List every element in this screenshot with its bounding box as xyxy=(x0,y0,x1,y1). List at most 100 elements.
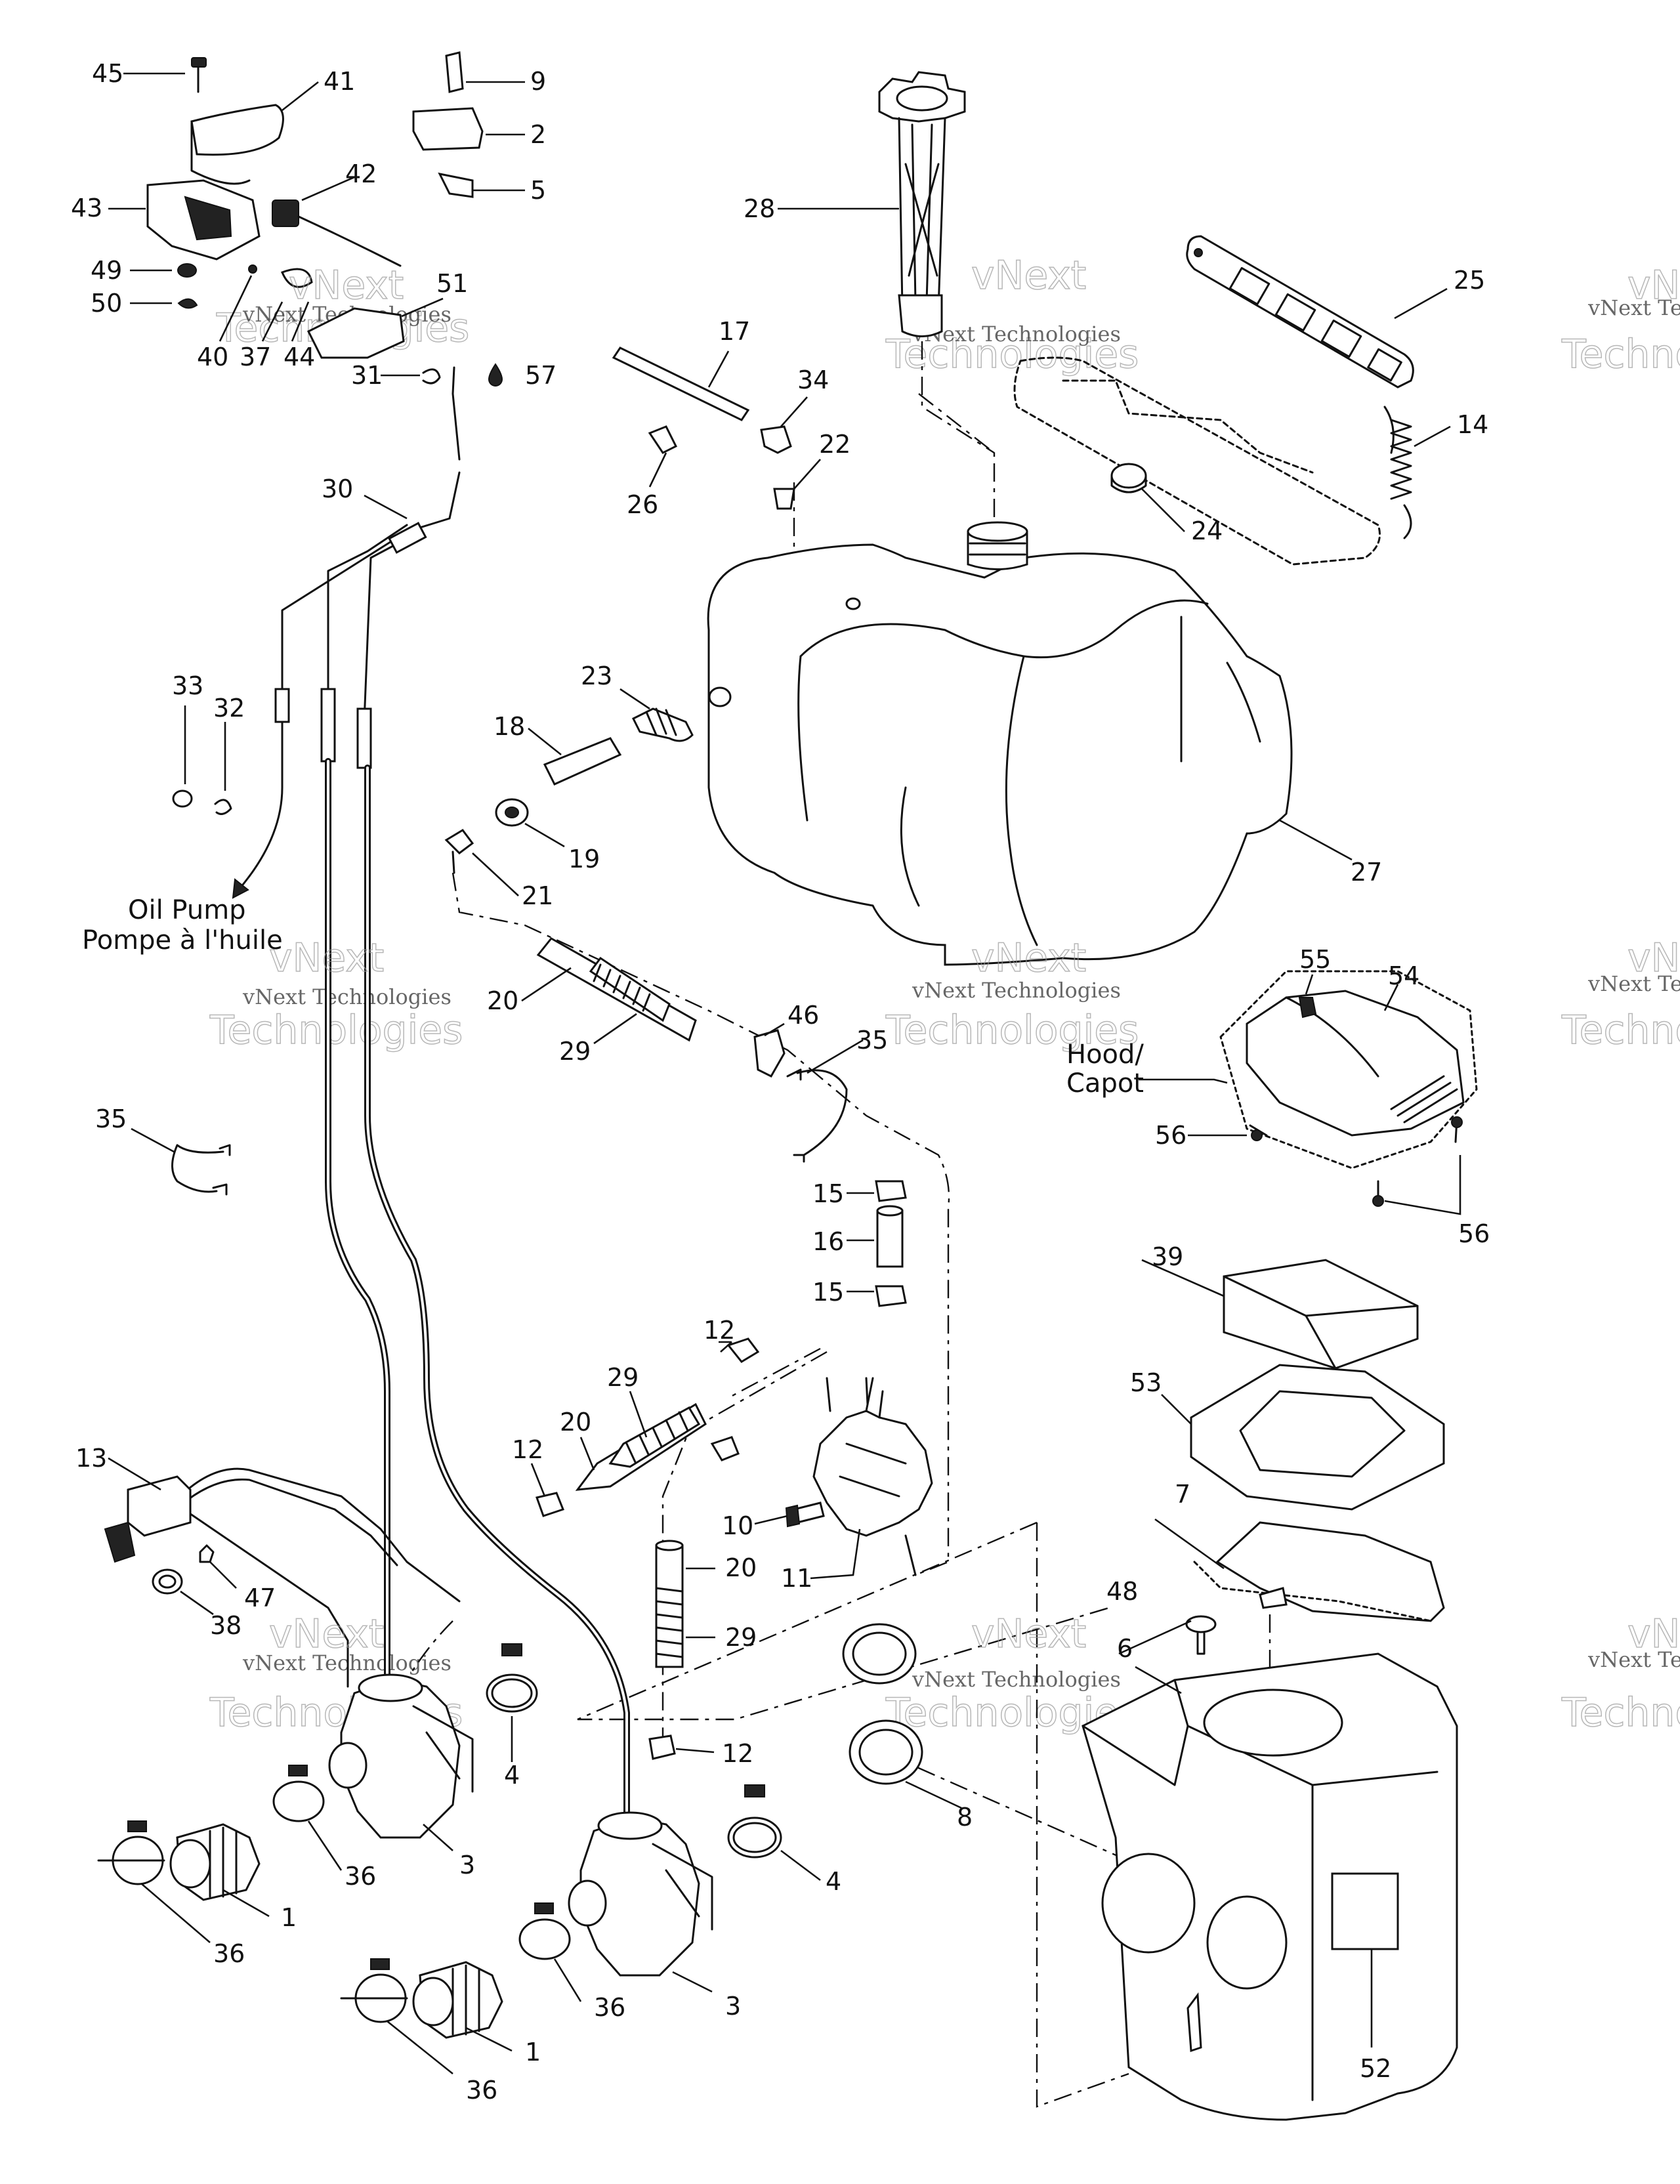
filler-opening-icon xyxy=(967,521,1028,542)
watermark-overlay-text: vNext xyxy=(1628,935,1680,981)
airbox-base-line xyxy=(1036,1522,1129,2108)
callout-6: 6 xyxy=(1117,1634,1133,1663)
callout-51: 51 xyxy=(436,269,468,298)
cable-branch-3-icon xyxy=(363,530,421,723)
throttle-housing-group xyxy=(146,51,503,461)
callout-26: 26 xyxy=(627,490,658,519)
watermark-big-text: Technologies xyxy=(209,1007,463,1053)
clamps-adapters-group xyxy=(97,1623,923,2039)
vent-group xyxy=(612,346,795,510)
clamp-15-top-icon xyxy=(875,1180,907,1202)
callout-41: 41 xyxy=(324,67,355,96)
pump-outlet-icon xyxy=(904,1534,917,1576)
watermark-overlay-text: vNext xyxy=(269,935,384,981)
watermark-small-text: vNext Technologies xyxy=(912,1667,1121,1692)
nut-38-icon xyxy=(152,1568,183,1595)
label-52-icon xyxy=(1331,1872,1399,1950)
callout-13: 13 xyxy=(75,1444,107,1473)
clip-icon xyxy=(177,298,198,309)
clamp-4-lower-icon xyxy=(727,1816,782,1858)
vent-hole-icon xyxy=(845,597,861,610)
clamp-36-c-icon xyxy=(518,1918,571,1960)
hood-outline-icon xyxy=(1219,970,1478,1169)
callout-49: 49 xyxy=(91,256,122,285)
clamp-36-a-icon xyxy=(272,1780,325,1822)
watermark-small-text: vNext Technologies xyxy=(1587,1647,1680,1672)
callout-50: 50 xyxy=(91,289,122,318)
callout-56-right: 56 xyxy=(1458,1219,1490,1248)
screw-56-c xyxy=(1372,1180,1384,1207)
clip-31-icon xyxy=(422,368,441,385)
screw-56-a xyxy=(1249,1124,1268,1141)
callout-36-b: 36 xyxy=(213,1939,245,1968)
clamp-35-icon xyxy=(796,1069,848,1156)
callout-4-upper: 4 xyxy=(504,1761,520,1790)
pad-hole-icon xyxy=(1194,248,1203,257)
watermark-5: Technologies vNext Technologies xyxy=(885,978,1139,1054)
clamp-46-icon xyxy=(753,1029,786,1078)
callout-38: 38 xyxy=(210,1611,242,1640)
callout-15-bottom: 15 xyxy=(812,1278,844,1307)
watermark-small-text: vNext Technologies xyxy=(242,1650,452,1675)
switch-wire-icon xyxy=(297,215,402,267)
callout-31: 31 xyxy=(351,361,383,390)
plug-24-icon xyxy=(1110,463,1147,489)
choke-cable-lower-icon xyxy=(182,1508,349,1688)
callout-56-left: 56 xyxy=(1155,1121,1186,1150)
clamp-35-left-icon xyxy=(171,1144,224,1193)
washers-49-50 xyxy=(177,263,198,309)
callout-47: 47 xyxy=(244,1584,276,1612)
callout-12-c: 12 xyxy=(722,1739,753,1768)
hood-group: Hood/ Capot xyxy=(1066,970,1478,1207)
callout-48: 48 xyxy=(1106,1577,1138,1606)
callout-46: 46 xyxy=(788,1001,819,1030)
oil-drop-icon xyxy=(488,363,503,387)
tank-contour-3 xyxy=(797,655,808,822)
connector-9-2-5 xyxy=(412,51,484,198)
switch-42 xyxy=(272,200,402,267)
spring-14-icon xyxy=(1390,419,1412,500)
watermark-big-text: Technologies xyxy=(1561,331,1680,377)
vent-cap-26-icon xyxy=(648,425,678,454)
callout-5: 5 xyxy=(530,176,546,205)
callout-23: 23 xyxy=(581,662,612,690)
callout-44: 44 xyxy=(284,343,315,371)
lever-51 xyxy=(306,307,405,359)
oil-pump-label: Oil Pump xyxy=(128,895,246,925)
adjuster-2-icon xyxy=(320,688,336,763)
rubber-pad-icon xyxy=(1186,235,1414,388)
pad-spring-group xyxy=(1013,235,1414,566)
callout-12-b: 12 xyxy=(512,1435,543,1464)
gauge-bottom-icon xyxy=(898,294,943,337)
push-pin-48-icon xyxy=(1185,1615,1217,1633)
callout-1-upper: 1 xyxy=(281,1903,297,1932)
washer-47-icon xyxy=(199,1544,215,1563)
callout-36-a: 36 xyxy=(345,1862,376,1891)
callout-25: 25 xyxy=(1454,266,1485,295)
watermark-big-text: Technologies xyxy=(1561,1690,1680,1736)
callout-14: 14 xyxy=(1457,410,1488,439)
airbox-opening-icon xyxy=(1203,1689,1343,1757)
screw-56-b xyxy=(1451,1116,1463,1143)
callout-9: 9 xyxy=(530,67,546,96)
carb-bore-icon xyxy=(328,1742,368,1789)
filler-neck-line xyxy=(918,393,996,538)
watermark-2: Technologies vNext Technologies xyxy=(885,322,1139,378)
watermark-3: Technologies vNext Technologies xyxy=(1561,295,1680,378)
cover-41 xyxy=(190,104,284,185)
callout-19: 19 xyxy=(568,845,600,873)
callout-36-d: 36 xyxy=(466,2076,497,2105)
callout-40: 40 xyxy=(197,343,228,371)
clamp-12-d-icon xyxy=(648,1734,676,1760)
spring-hook-icon xyxy=(1383,406,1395,454)
fuel-pump-11-icon xyxy=(812,1410,933,1537)
callout-24: 24 xyxy=(1191,516,1223,545)
watermark-overlay-text: vNext xyxy=(269,1611,384,1657)
watermark-overlay-text: vNext xyxy=(971,253,1086,299)
callout-28: 28 xyxy=(744,194,775,223)
washer-33-icon xyxy=(172,789,193,808)
callout-20-vertical: 20 xyxy=(725,1553,757,1582)
watermark-small-text: vNext Technologies xyxy=(1587,971,1680,996)
throttle-cover-icon xyxy=(190,104,284,156)
callout-16: 16 xyxy=(812,1227,844,1256)
